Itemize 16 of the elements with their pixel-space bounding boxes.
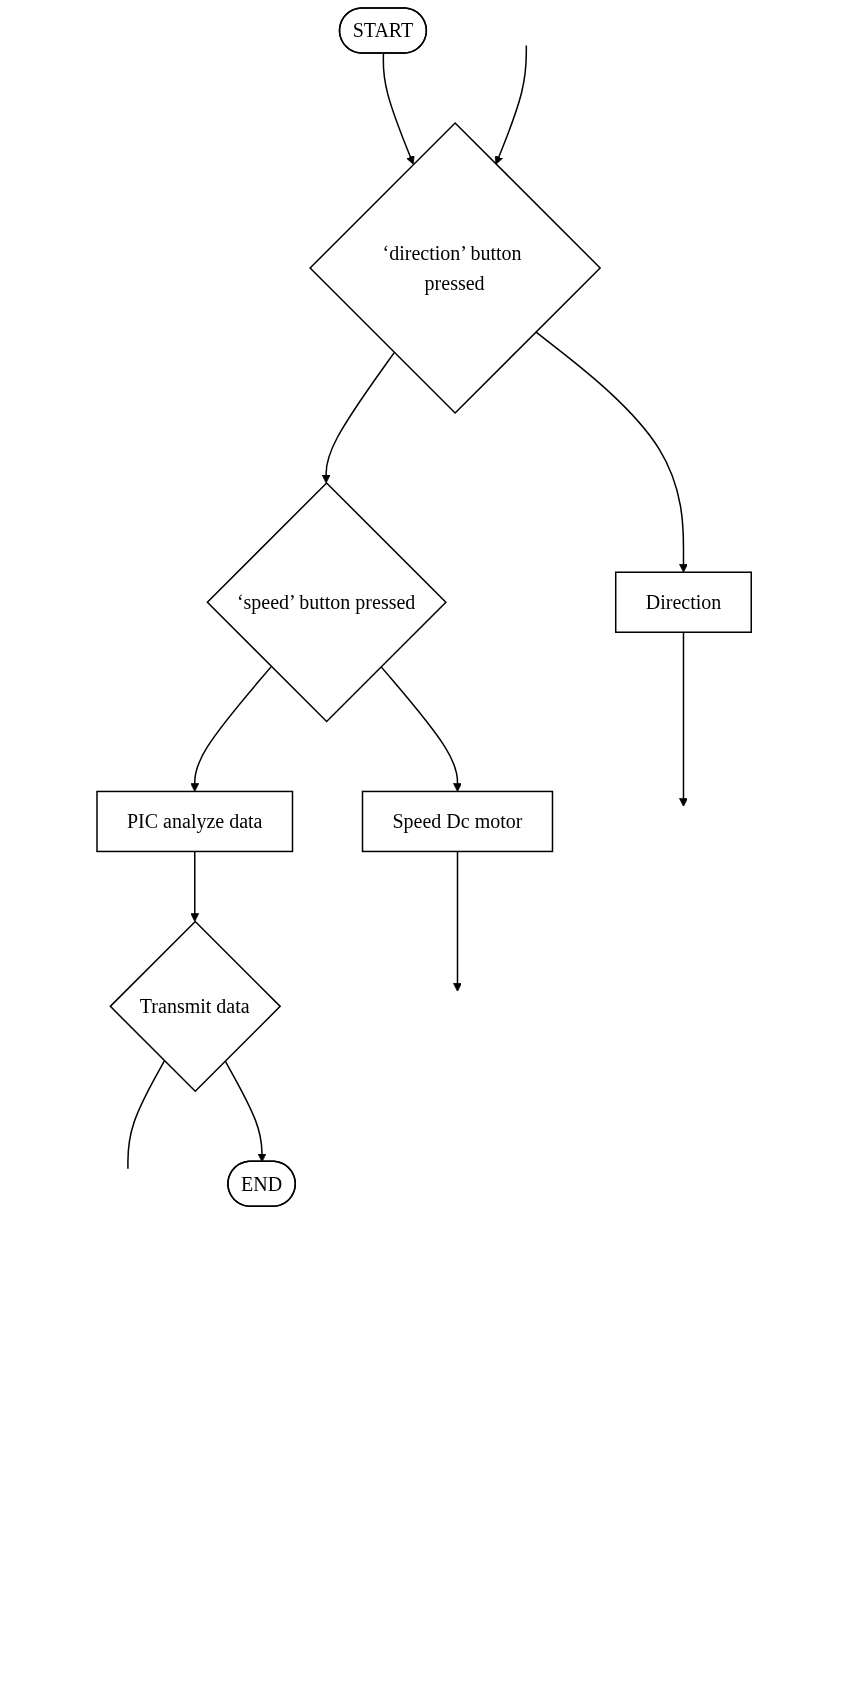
arrow: [453, 850, 463, 992]
connector: [127, 1060, 166, 1170]
node-box: Direction: [615, 571, 753, 633]
arrow: [190, 850, 200, 922]
arrow: [679, 631, 689, 807]
arrow: [190, 665, 273, 792]
arrow: [495, 44, 528, 165]
node-box: Speed Dc motor: [362, 790, 554, 853]
arrow: [535, 331, 689, 573]
arrow: [322, 351, 396, 484]
arrow: [382, 52, 415, 165]
arrow: [224, 1060, 267, 1163]
node-diamond: Transmit data: [109, 920, 282, 1093]
node-diamond: ‘direction’ button pressed: [309, 121, 602, 415]
node-box: PIC analyze data: [96, 790, 294, 853]
node-diamond: ‘speed’ button pressed: [206, 481, 448, 723]
